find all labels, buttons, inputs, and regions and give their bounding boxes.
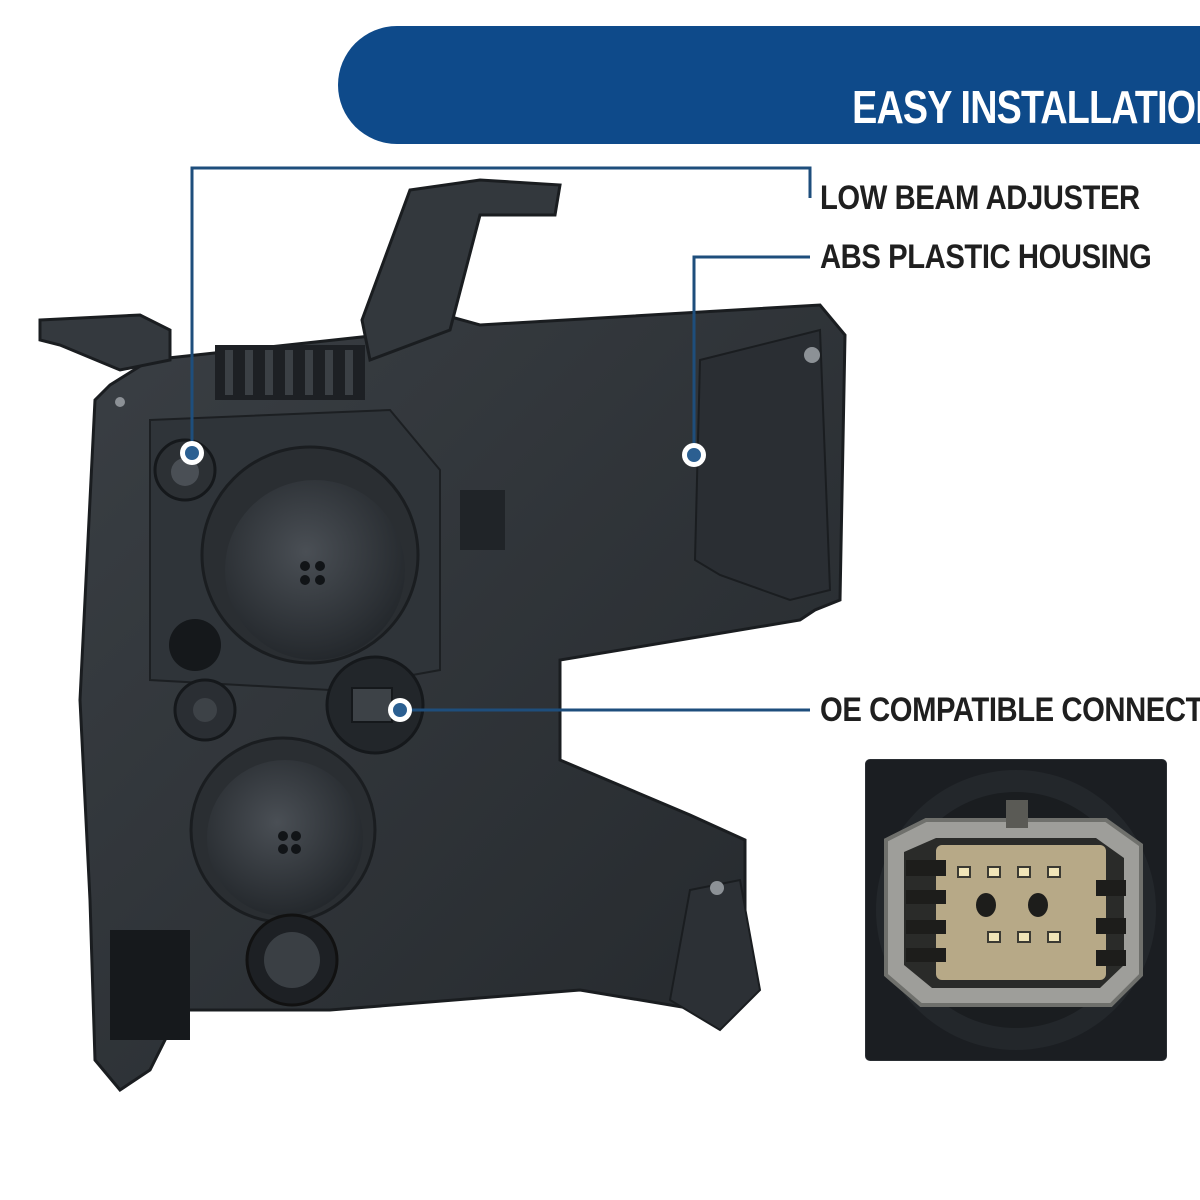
leader-lines	[190, 166, 812, 712]
callout-oe-connector: OE COMPATIBLE CONNECTOR	[820, 691, 1200, 729]
leader-abs	[692, 255, 810, 455]
vent-fins	[215, 345, 365, 400]
marker-dots	[180, 441, 706, 722]
connector-closeup-svg	[866, 760, 1166, 1060]
mount-tab-left	[38, 313, 172, 372]
connector-closeup-image	[866, 760, 1166, 1060]
mount-tab-top	[360, 178, 562, 363]
callout-low-beam-adjuster: LOW BEAM ADJUSTER	[820, 179, 1140, 217]
banner-title: EASY INSTALLATION	[852, 81, 1200, 133]
header-banner: EASY INSTALLATION	[338, 26, 1200, 144]
leader-low-beam	[190, 166, 812, 452]
housing-side	[693, 328, 832, 602]
callout-abs-plastic-housing: ABS PLASTIC HOUSING	[820, 238, 1152, 276]
honeycomb-vent	[110, 930, 190, 1040]
